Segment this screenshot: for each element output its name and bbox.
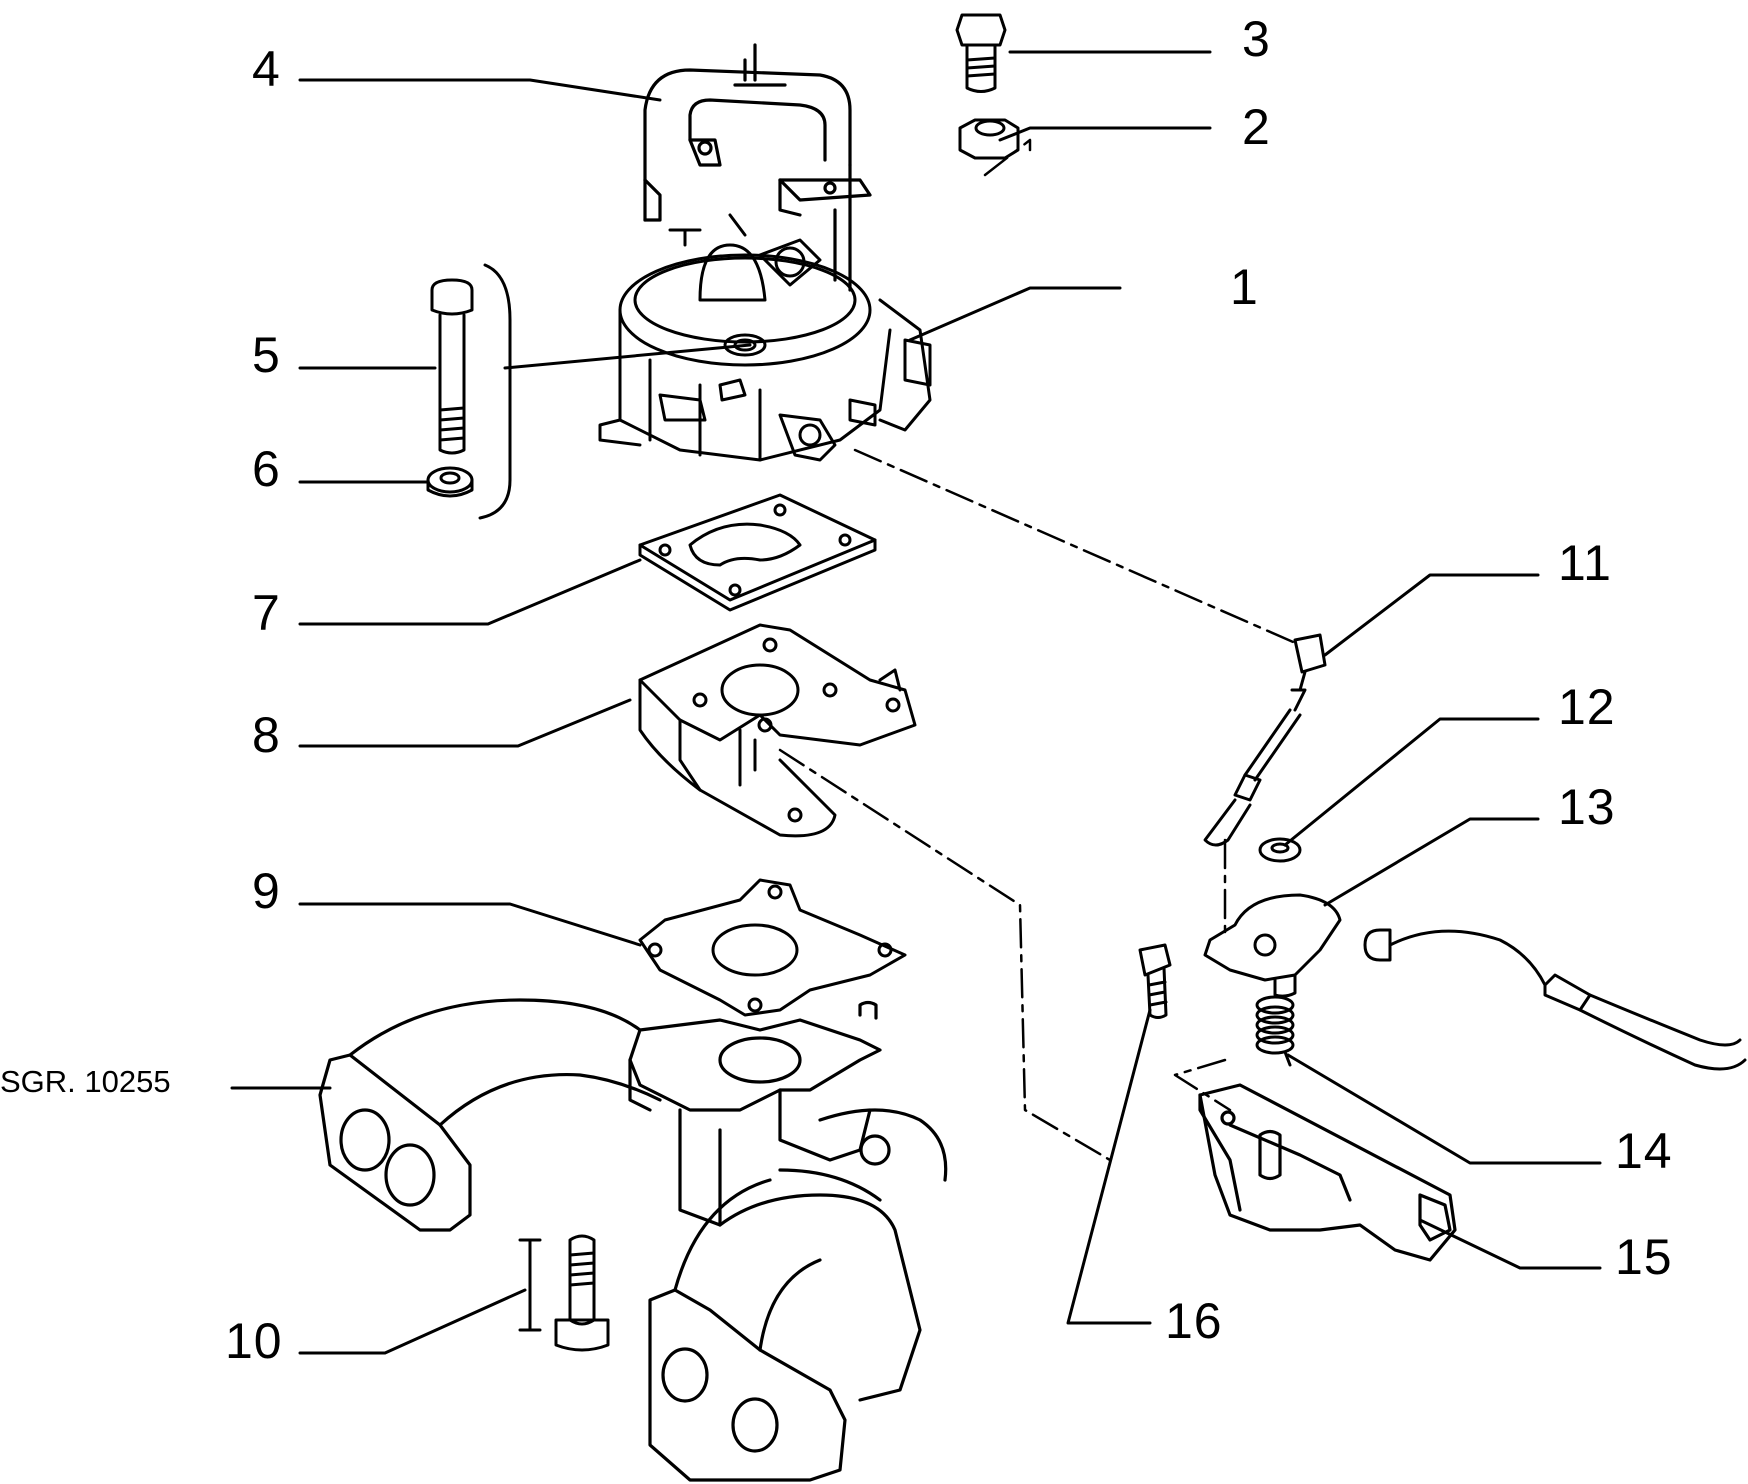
callout-2: 2 bbox=[1242, 99, 1271, 155]
leader-5b bbox=[503, 343, 752, 370]
leader-7 bbox=[298, 558, 642, 626]
bracket-5-6 bbox=[478, 263, 512, 520]
leader-2 bbox=[998, 126, 1212, 142]
reference-label: SGR. 10255 bbox=[0, 1064, 171, 1099]
callout-7: 7 bbox=[252, 585, 281, 641]
leader-8 bbox=[298, 698, 632, 748]
sensor-cable bbox=[1363, 928, 1747, 1071]
washer-6 bbox=[426, 466, 474, 498]
leader-12 bbox=[1283, 717, 1540, 847]
clip-12 bbox=[1258, 837, 1302, 863]
leader-11 bbox=[1323, 573, 1540, 657]
spring-14 bbox=[1255, 995, 1295, 1067]
callout-14: 14 bbox=[1615, 1123, 1673, 1179]
callout-12: 12 bbox=[1558, 679, 1616, 735]
bracket-4 bbox=[643, 43, 872, 292]
throttle-body-1 bbox=[598, 213, 932, 462]
leader-10 bbox=[298, 1288, 527, 1355]
callout-15: 15 bbox=[1615, 1229, 1673, 1285]
leader-13 bbox=[1323, 817, 1540, 907]
callout-10: 10 bbox=[225, 1313, 283, 1369]
nut-2 bbox=[958, 118, 1020, 160]
callout-6: 6 bbox=[252, 441, 281, 497]
leader-lines bbox=[230, 50, 1602, 1355]
bolt-3 bbox=[955, 13, 1007, 93]
bolt-10 bbox=[518, 1234, 610, 1352]
callout-8: 8 bbox=[252, 707, 281, 763]
callout-3: 3 bbox=[1242, 11, 1271, 67]
leader-1 bbox=[908, 286, 1122, 342]
callout-1: 1 bbox=[1230, 259, 1259, 315]
callout-16: 16 bbox=[1165, 1293, 1223, 1349]
lever-13 bbox=[1203, 893, 1342, 998]
screw-16 bbox=[1138, 943, 1172, 1019]
gasket-7 bbox=[638, 493, 877, 612]
leader-16 bbox=[1066, 1008, 1152, 1325]
gasket-9 bbox=[638, 878, 907, 1017]
bracket-15 bbox=[1198, 1083, 1457, 1262]
leader-9 bbox=[298, 902, 642, 947]
leader-4 bbox=[298, 78, 662, 102]
callout-13: 13 bbox=[1558, 779, 1616, 835]
leader-15 bbox=[1418, 1218, 1602, 1270]
spacer-8 bbox=[638, 623, 917, 838]
leader-14 bbox=[1286, 1053, 1602, 1165]
bolt-5 bbox=[430, 278, 474, 455]
callout-5: 5 bbox=[252, 327, 281, 383]
intake-manifold bbox=[318, 998, 948, 1482]
assembly-lines bbox=[778, 138, 1302, 1162]
callout-9: 9 bbox=[252, 863, 281, 919]
callout-4: 4 bbox=[252, 41, 281, 97]
callout-11: 11 bbox=[1558, 535, 1612, 591]
cable-11 bbox=[1203, 633, 1327, 847]
